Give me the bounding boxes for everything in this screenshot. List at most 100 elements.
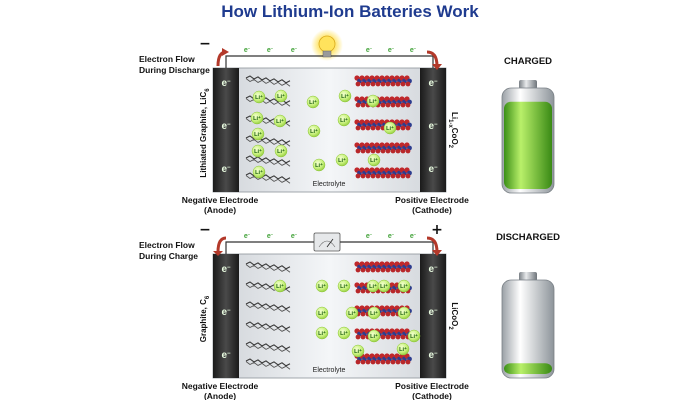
- meter-needle: [326, 238, 334, 248]
- oxygen-atom: [390, 334, 396, 340]
- oxygen-atom: [360, 173, 366, 179]
- oxygen-atom: [390, 359, 396, 365]
- electron-charge: −: [227, 265, 231, 271]
- cobalt-oxide-layer: [354, 75, 412, 87]
- lithium-ion-circle: [252, 165, 266, 179]
- graphite-zigzag: [245, 358, 291, 367]
- lithium-ion-label: Li⁺: [400, 310, 408, 317]
- electron-charge: −: [434, 79, 438, 85]
- oxygen-atom: [365, 359, 371, 365]
- flow-arrowhead: [432, 64, 442, 70]
- discharged-cell-diagram: e−e−e−e−e−e−Li⁺Li⁺Li⁺Li⁺Li⁺Li⁺Li⁺Li⁺Li⁺L…: [139, 222, 560, 400]
- lithium-ion-label: Li⁺: [277, 93, 285, 100]
- lithium-ion: Li⁺: [335, 153, 349, 167]
- electron-charge: −: [434, 265, 438, 271]
- cathode-plate: [420, 254, 446, 378]
- flow-arrowhead: [222, 48, 229, 56]
- oxygen-atom: [355, 267, 361, 273]
- electron-label: e−: [221, 121, 231, 132]
- graphite-layer: [245, 358, 291, 370]
- electron-label: e−: [388, 232, 395, 241]
- electron-label: e−: [428, 307, 438, 318]
- positive-electrode-label: (Cathode): [412, 391, 452, 400]
- lithium-ion-circle: [397, 306, 411, 320]
- electron-charge: −: [248, 232, 251, 237]
- oxygen-atom: [385, 267, 391, 273]
- oxygen-atom: [360, 102, 366, 108]
- lithium-ion-circle: [345, 306, 359, 320]
- electron-label: e−: [291, 232, 298, 241]
- oxygen-atom: [370, 173, 376, 179]
- oxygen-atom: [390, 311, 396, 317]
- graphite-zigzag: [245, 75, 291, 84]
- cathode-material-label: Li1-xCoO2: [447, 112, 459, 149]
- positive-electrode-label: (Cathode): [412, 205, 452, 215]
- negative-electrode-label: (Anode): [204, 205, 236, 215]
- lithium-ion-label: Li⁺: [354, 348, 362, 355]
- electron-charge: −: [414, 232, 417, 237]
- electron-charge: −: [227, 165, 231, 171]
- flow-arrow: [216, 236, 227, 253]
- battery-casing: [501, 279, 555, 379]
- electron-charge: −: [370, 232, 373, 237]
- electron-label: e−: [366, 46, 373, 55]
- flow-arrowhead: [432, 250, 442, 256]
- lithium-ion-label: Li⁺: [315, 162, 323, 169]
- lithium-ion-circle: [251, 127, 265, 141]
- oxygen-atom: [355, 148, 361, 154]
- oxygen-atom: [400, 173, 406, 179]
- oxygen-atom: [385, 334, 391, 340]
- lithium-ion: Li⁺: [383, 121, 397, 135]
- oxygen-atom: [385, 148, 391, 154]
- oxygen-atom: [365, 125, 371, 131]
- lithium-ion: Li⁺: [337, 113, 351, 127]
- lithium-ion: Li⁺: [396, 342, 410, 356]
- lithium-ion: Li⁺: [250, 111, 264, 125]
- oxygen-atom: [390, 288, 396, 294]
- graphite-zigzag: [245, 324, 291, 333]
- electron-charge: −: [392, 232, 395, 237]
- lithium-ion-label: Li⁺: [370, 157, 378, 164]
- oxygen-atom: [395, 267, 401, 273]
- anode-material-subscript: 6: [205, 295, 211, 299]
- cathode-plate: [420, 68, 446, 192]
- lithium-ion-label: Li⁺: [338, 157, 346, 164]
- oxygen-atom: [400, 102, 406, 108]
- flow-arrow: [426, 236, 439, 253]
- oxygen-atom: [395, 359, 401, 365]
- oxygen-atom: [380, 148, 386, 154]
- lithium-ion-label: Li⁺: [310, 128, 318, 135]
- lithium-ion-circle: [351, 344, 365, 358]
- electrolyte-label: Electrolyte: [313, 367, 346, 374]
- cobalt-oxide-layer: [354, 142, 412, 154]
- charger-meter-icon: [300, 232, 358, 252]
- bulb-base: [322, 50, 332, 58]
- negative-electrode-label: (Anode): [204, 391, 236, 400]
- lithium-ion-circle: [274, 144, 288, 158]
- lithium-ion: Li⁺: [377, 279, 391, 293]
- battery-charge-fill: [504, 101, 552, 189]
- oxygen-atom: [390, 173, 396, 179]
- lithium-ion-circle: [407, 329, 421, 343]
- oxygen-atom: [375, 173, 381, 179]
- graphite-zigzag: [245, 261, 291, 270]
- lithium-ion: Li⁺: [252, 90, 266, 104]
- cobalt-oxide-layer: [354, 119, 412, 131]
- lithium-ion-label: Li⁺: [400, 283, 408, 290]
- electron-label: e−: [221, 307, 231, 318]
- lithium-ion-circle: [377, 279, 391, 293]
- lithium-ion-label: Li⁺: [380, 283, 388, 290]
- battery-charge-fill: [504, 363, 552, 374]
- oxygen-atom: [380, 311, 386, 317]
- graphite-layer: [245, 155, 291, 167]
- lithium-ion: Li⁺: [274, 89, 288, 103]
- oxygen-atom: [375, 359, 381, 365]
- battery-state-label: CHARGED: [504, 56, 552, 67]
- cathode-material-part: CoO: [450, 128, 459, 145]
- oxygen-atom: [385, 81, 391, 87]
- graphite-zigzag: [245, 175, 291, 184]
- negative-electrode-label: Negative Electrode: [182, 381, 259, 391]
- lithium-ion-label: Li⁺: [369, 98, 377, 105]
- electrolyte-label: Electrolyte: [313, 181, 346, 188]
- electron-label: e−: [267, 232, 274, 241]
